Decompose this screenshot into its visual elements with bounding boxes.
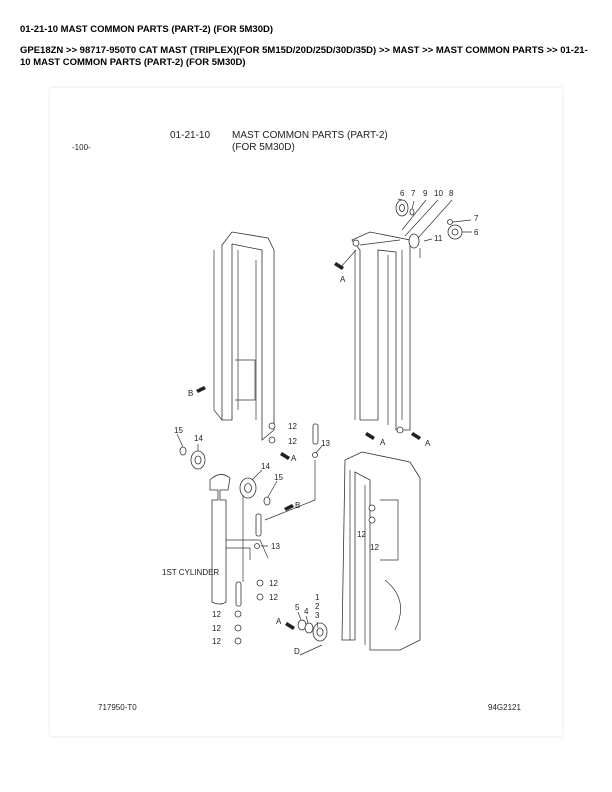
callout: 12	[212, 637, 221, 646]
callout: A	[380, 438, 386, 447]
callout: 6	[400, 189, 405, 198]
callout: 2	[315, 602, 320, 611]
callout: 7	[411, 189, 416, 198]
page-title: 01-21-10 MAST COMMON PARTS (PART-2) (FOR…	[20, 24, 274, 35]
callout: 12	[269, 579, 278, 588]
callout: 3	[315, 611, 320, 620]
page-number: -100-	[72, 143, 91, 152]
callout: 6	[474, 228, 479, 237]
callout: 4	[304, 607, 309, 616]
callout: 1	[315, 593, 320, 602]
callout: A	[340, 275, 346, 284]
outer-mast	[213, 231, 276, 444]
first-cylinder	[209, 474, 269, 605]
top-rollers	[339, 198, 472, 269]
inner-mast	[351, 231, 411, 434]
callout: A	[291, 454, 297, 463]
callout: A	[425, 439, 431, 448]
callout: 5	[295, 603, 300, 612]
callout: 14	[261, 462, 270, 471]
diagram-code: 01-21-10	[170, 130, 210, 141]
callout: 12	[370, 543, 379, 552]
direction-arrows	[196, 262, 421, 630]
callout: 9	[423, 189, 428, 198]
cylinder-label: 1ST CYLINDER	[162, 568, 219, 577]
callout: B	[295, 501, 300, 510]
callout: 10	[434, 189, 443, 198]
middle-parts	[176, 423, 328, 656]
callout: 12	[212, 624, 221, 633]
callout: 12	[288, 422, 297, 431]
diagram-drawing: -100- 01-21-10 MAST COMMON PARTS (PART-2…	[72, 130, 521, 712]
breadcrumb: GPE18ZN >> 98717-950T0 CAT MAST (TRIPLEX…	[20, 45, 588, 68]
diagram-subtitle: (FOR 5M30D)	[232, 142, 295, 153]
parts-diagram: -100- 01-21-10 MAST COMMON PARTS (PART-2…	[50, 88, 562, 736]
callout: 8	[449, 189, 454, 198]
callout: B	[188, 389, 193, 398]
callout-labels: 6 7 9 10 8 7 6 11 A B 12 12 A 15 14 14 1…	[174, 189, 479, 656]
drawing-number-left: 717950-T0	[98, 703, 137, 712]
callout: 15	[174, 426, 183, 435]
callout: 11	[434, 234, 443, 243]
callout: 12	[357, 530, 366, 539]
callout: 12	[269, 593, 278, 602]
callout: 14	[194, 434, 203, 443]
diagram-title: MAST COMMON PARTS (PART-2)	[232, 130, 388, 141]
drawing-number-right: 94G2121	[488, 703, 521, 712]
callout: D	[294, 647, 300, 656]
callout: 12	[212, 610, 221, 619]
callout: 7	[474, 214, 479, 223]
callout: 13	[321, 439, 330, 448]
callout: A	[276, 617, 282, 626]
lower-frame	[341, 451, 421, 651]
callout: 15	[274, 473, 283, 482]
callout: 12	[288, 437, 297, 446]
callout: 13	[271, 542, 280, 551]
